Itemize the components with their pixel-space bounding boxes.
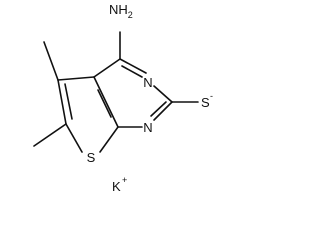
ring-sulfur: S [87,150,96,165]
bond-n3-c2 [153,85,173,103]
svg-text:NH2: NH2 [109,2,133,20]
ring-nitrogen-bottom: N [143,120,152,135]
bond-c7a-c4a-inner [97,89,112,118]
thiolate-label: S - [201,91,213,110]
potassium-charge: + [122,175,127,185]
bond-c7a-s-ring [99,126,119,153]
bond-c5-methyl [43,41,59,81]
bond-c4-n3 [119,58,147,74]
bond-c7a-c4a [93,76,119,128]
bond-c5-c4a [57,76,95,81]
bond-s-ring-c6 [65,123,83,153]
ring-nitrogen-top: N [143,75,152,90]
thiolate-charge: - [210,91,213,101]
counter-ion-label: K + [112,175,127,194]
bond-c6-c5 [57,79,67,125]
amine-symbol: NH [109,2,128,17]
bond-c2-n1-inner [150,101,167,117]
bond-c2-n1 [153,101,173,121]
bond-c6-c5-inner [64,83,73,120]
bond-c4-c4a [93,58,121,78]
bond-lines [33,31,199,153]
potassium-symbol: K [112,179,121,194]
bond-c4-n3-inner [121,65,143,78]
thiolate-symbol: S [201,95,210,110]
amine-label: NH2 [109,2,133,20]
amine-subscript: 2 [128,10,133,20]
bond-c6-methyl [33,123,67,147]
chemical-structure-diagram: NH2 N N S S - K + [33,2,213,194]
